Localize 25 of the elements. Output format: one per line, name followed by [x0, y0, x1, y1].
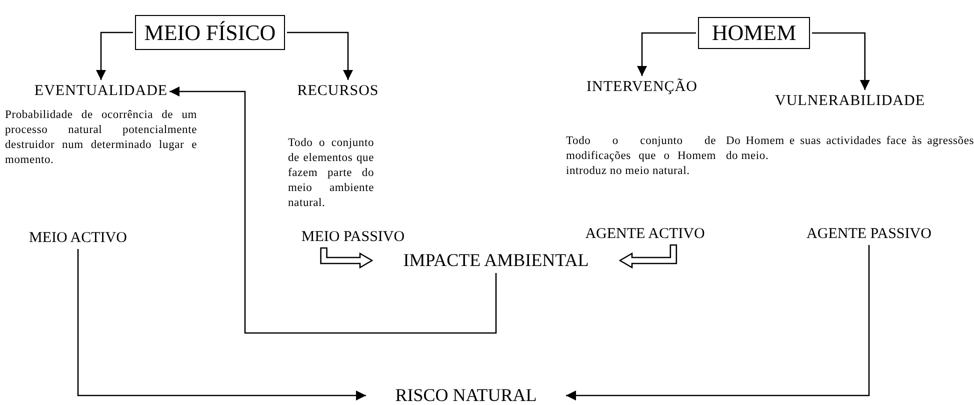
concept-label: AGENTE ACTIVO — [566, 226, 724, 243]
concept-heading: RECURSOS — [297, 83, 379, 100]
outcome-label: IMPACTE AMBIENTAL — [374, 250, 618, 271]
concept-heading: VULNERABILIDADE — [775, 93, 925, 110]
arrow — [170, 86, 497, 334]
arrow — [77, 249, 366, 400]
concept-label: AGENTE PASSIVO — [788, 226, 950, 243]
concept-label: MEIO PASSIVO — [280, 229, 426, 246]
concept-heading: EVENTUALIDADE — [34, 83, 168, 100]
category-box: HOMEM — [698, 17, 810, 49]
definition-text: Todo o conjunto de elementos que fazem parte do meio ambiente natural. — [288, 136, 374, 211]
arrow — [637, 32, 696, 76]
definition-text: Do Homem e suas actividades face às agressões do meio. — [726, 134, 974, 164]
concept-heading: INTERVENÇÃO — [586, 79, 698, 96]
arrow — [287, 32, 353, 80]
outcome-label: RISCO NATURAL — [368, 385, 564, 405]
hollow-arrow — [618, 244, 678, 269]
definition-text: Todo o conjunto de modificações que o Homem introduz no meio natural. — [566, 134, 716, 179]
category-box: MEIO FÍSICO — [135, 15, 285, 50]
concept-label: MEIO ACTIVO — [8, 230, 148, 247]
arrow — [812, 32, 870, 90]
definition-text: Probabilidade de ocorrência de um processo natural potencialmente destruidor num determinado lugar e momento. — [5, 108, 197, 168]
arrow — [96, 32, 133, 80]
arrow — [566, 245, 870, 400]
hollow-arrow — [320, 247, 374, 269]
